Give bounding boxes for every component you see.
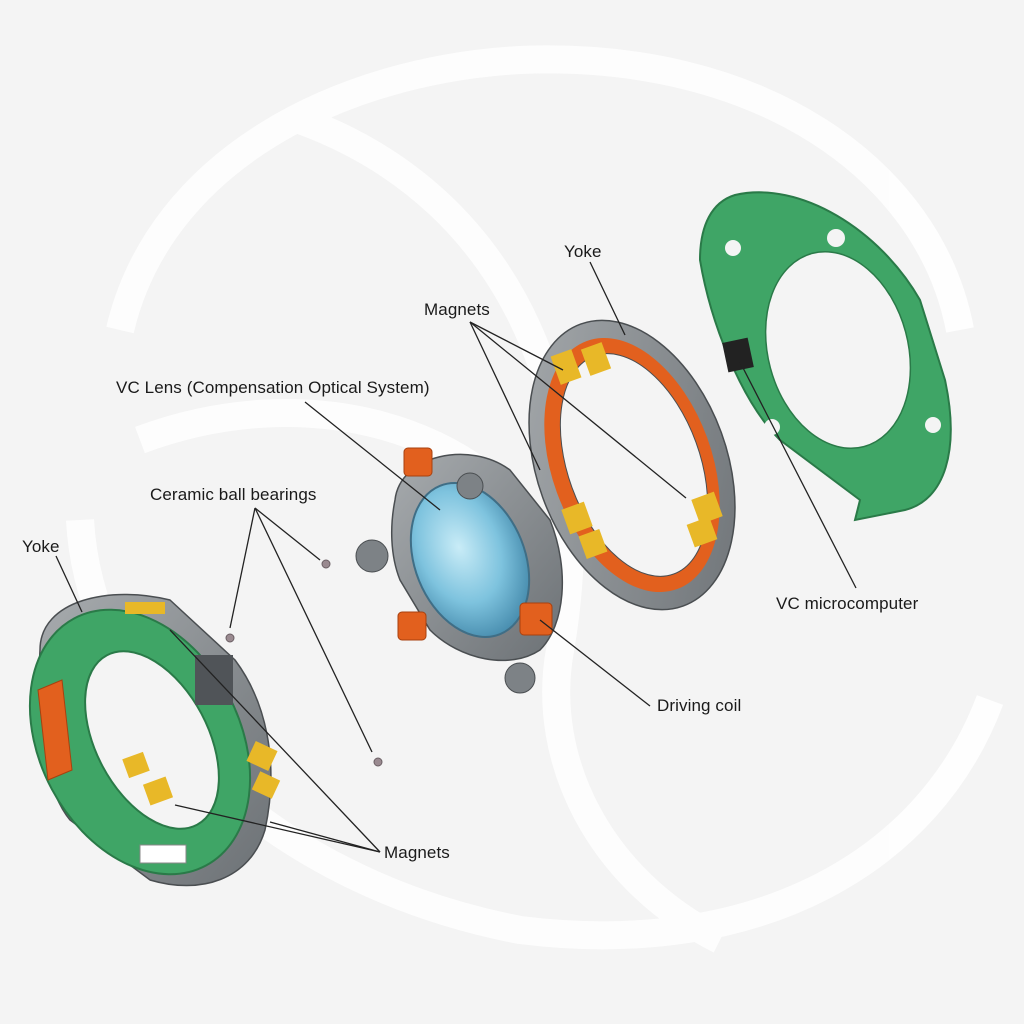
leader-yoke-right <box>589 261 626 336</box>
left-magnet <box>122 751 150 779</box>
vc-lens-coil <box>403 447 433 477</box>
left-magnet <box>246 740 278 772</box>
vc-microcomputer-chip <box>722 337 754 373</box>
leader-ceramic <box>254 507 321 561</box>
leader-lines <box>55 261 857 853</box>
left-yoke-label-pad <box>139 844 187 864</box>
label-magnets-top: Magnets <box>424 300 490 319</box>
leader-vc-lens <box>304 401 441 511</box>
vc-lens-glass <box>409 482 531 638</box>
leader-magnets-top <box>469 321 541 471</box>
leader-magnets-bottom <box>169 629 381 853</box>
ceramic-ball <box>373 757 383 767</box>
vc-board-hole <box>764 419 780 435</box>
leader-driving-coil <box>539 619 651 707</box>
vc-lens-coil <box>397 611 427 641</box>
label-vc-lens: VC Lens (Compensation Optical System) <box>116 378 430 397</box>
leader-ceramic <box>229 507 256 629</box>
ceramic-ball <box>321 559 331 569</box>
right-magnet <box>686 516 718 548</box>
left-magnet <box>142 776 174 806</box>
leader-magnets-bottom <box>174 804 381 853</box>
vc-board-hole <box>725 240 741 256</box>
ceramic-ball-bearings <box>225 559 383 767</box>
vc-lens-mount-tab <box>355 539 389 573</box>
leader-yoke-left <box>55 555 83 613</box>
label-magnets-bottom: Magnets <box>384 843 450 862</box>
vc-lens-mount-tab <box>504 662 536 694</box>
right-yoke-assembly <box>528 319 736 611</box>
right-magnet <box>561 501 593 535</box>
leader-magnets-top <box>469 321 564 371</box>
left-yoke-aperture <box>84 650 220 830</box>
vc-lens-coil <box>519 602 553 636</box>
right-magnet <box>691 491 723 525</box>
leader-magnets-top <box>469 321 687 499</box>
ceramic-ball <box>225 633 235 643</box>
leader-ceramic <box>254 507 373 753</box>
leader-magnets-bottom <box>269 821 381 853</box>
left-yoke-coil <box>37 679 73 781</box>
leader-vc-micro <box>739 361 857 589</box>
right-magnet <box>578 528 608 560</box>
label-yoke-left: Yoke <box>22 537 60 556</box>
left-magnet <box>125 602 165 614</box>
vc-board-hole <box>827 229 845 247</box>
vc-board-hole <box>925 417 941 433</box>
label-vc-microcomputer: VC microcomputer <box>776 594 919 613</box>
label-yoke-right: Yoke <box>564 242 602 261</box>
left-magnet <box>251 771 281 799</box>
vc-lens-unit <box>355 447 564 694</box>
label-ceramic-ball-bearings: Ceramic ball bearings <box>150 485 317 504</box>
vc-board-aperture <box>764 250 912 450</box>
vc-microcomputer-board <box>698 191 952 522</box>
left-yoke-assembly <box>28 593 281 887</box>
vc-lens-mount-tab <box>456 472 484 500</box>
right-magnet <box>580 342 612 376</box>
right-magnet <box>550 349 582 385</box>
label-driving-coil: Driving coil <box>657 696 742 715</box>
